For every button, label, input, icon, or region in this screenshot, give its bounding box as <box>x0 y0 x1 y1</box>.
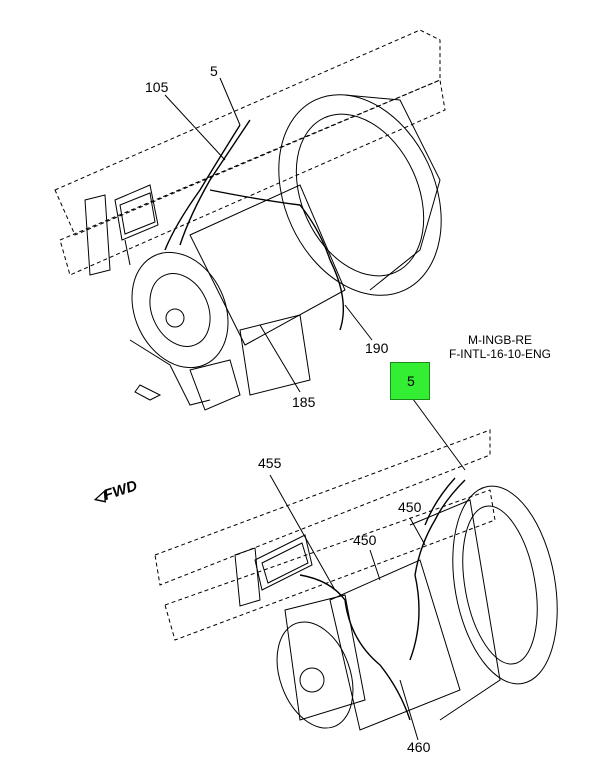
control-module-lower <box>254 534 313 591</box>
callout-450-right: 450 <box>398 499 422 515</box>
callout-5-highlighted: 5 <box>407 373 415 389</box>
wiring-harness-lower <box>299 477 466 721</box>
callout-460: 460 <box>407 739 431 755</box>
callout-450-left: 450 <box>353 532 377 548</box>
callout-190: 190 <box>365 340 389 356</box>
frame-rail-lower <box>154 429 496 641</box>
control-module-upper <box>114 184 159 266</box>
callout-105: 105 <box>145 79 169 95</box>
transmission-upper <box>129 94 442 411</box>
reference-line-2: F-INTL-16-10-ENG <box>448 347 552 361</box>
reference-code: M-INGB-RE F-INTL-16-10-ENG <box>430 333 570 361</box>
frame-rail-upper <box>54 29 446 276</box>
wiring-harness-upper <box>164 119 345 331</box>
leader-lines-upper <box>164 77 466 471</box>
callout-5-top: 5 <box>210 63 218 79</box>
leader-lines-lower <box>269 474 426 741</box>
callout-455: 455 <box>258 455 282 471</box>
transmission-lower <box>276 485 558 731</box>
callout-185: 185 <box>292 394 316 410</box>
highlighted-part-box[interactable]: 5 <box>390 362 430 400</box>
reference-line-1: M-INGB-RE <box>468 333 532 347</box>
